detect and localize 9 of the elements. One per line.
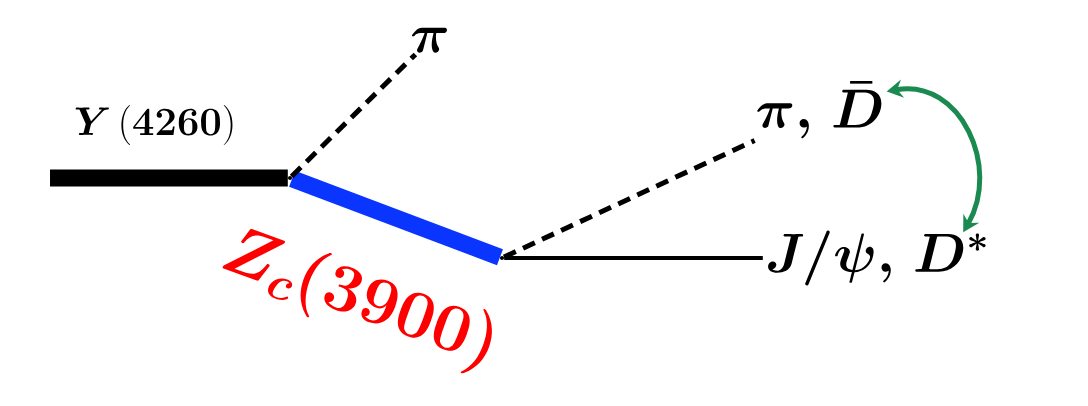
edge-label: $\bm{Z_c(3900)}$ [222,228,492,374]
decay-line [504,256,763,260]
particle-label: $\bm{\pi}$ [411,27,447,53]
propagator-bar [289,170,503,266]
particle-label: $\bm{J/\psi,\,D^{*}}$ [768,230,986,286]
propagator-bar [50,169,288,187]
edge-label: $\bm{Y}\,\mathbf{(4260)}$ [75,105,233,145]
particle-label: $\bm{\pi,\,\bar{D}}$ [757,81,882,139]
dashed-line [289,52,418,179]
